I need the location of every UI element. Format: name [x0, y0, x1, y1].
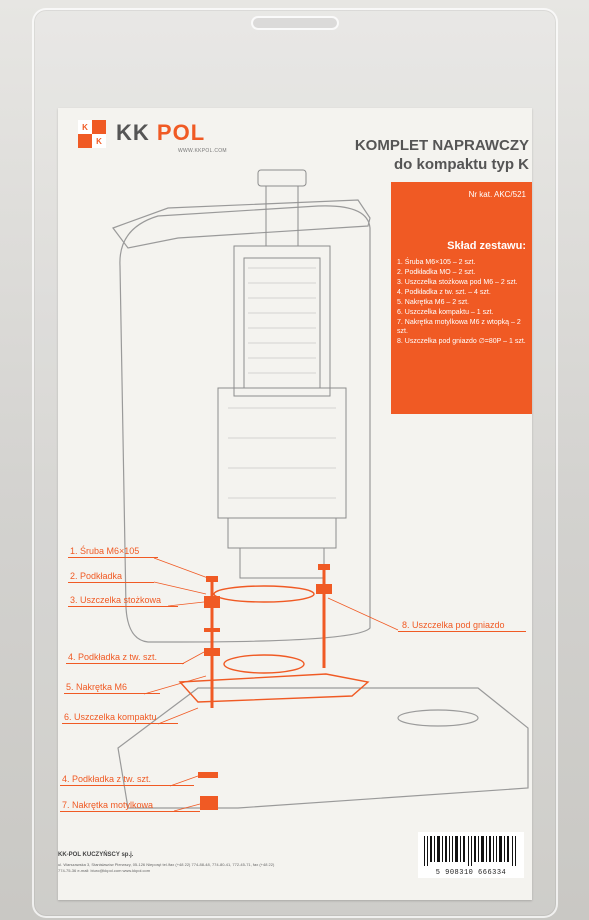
brand-pol: POL [156, 120, 206, 145]
label-underline [64, 693, 160, 694]
tank-outline [112, 199, 371, 643]
label-underline [68, 582, 154, 583]
label-4b: 4. Podkładka z tw. szt. [62, 774, 152, 784]
label-underline [66, 663, 184, 664]
label-8: 8. Uszczelka pod gniazdo [402, 620, 505, 630]
exploded-diagram [112, 169, 529, 812]
kkpol-logo: K K [78, 120, 106, 148]
barcode-number: 5 908310 666334 [435, 869, 507, 877]
label-underline [68, 557, 158, 558]
brand-kk: KK [116, 120, 150, 145]
logo-letter: K [78, 120, 92, 134]
list-item: 2. Podkładka MO – 2 szt. [397, 269, 476, 276]
label-2: 2. Podkładka [70, 571, 123, 581]
bolt-heads [198, 564, 332, 810]
label-1: 1. Śruba M6×105 [70, 546, 140, 556]
label-5: 5. Nakrętka M6 [66, 682, 128, 692]
list-item: 1. Śruba M6×105 – 2 szt. [397, 259, 476, 266]
list-item: 5. Nakrętka M6 – 2 szt. [397, 299, 469, 306]
hang-slot [250, 16, 339, 30]
leader-lines [143, 557, 399, 812]
barcode-bars [424, 836, 516, 866]
list-item: 7. Nakrętka motylkowa M6 z wtopką – 2 sz… [397, 319, 521, 335]
seal-parts [178, 585, 370, 703]
label-underline [68, 606, 178, 607]
barcode: 5 908310 666334 [418, 832, 524, 878]
info-panel: Nr kat. AKC/521 Skład zestawu: 1. Śruba … [391, 182, 532, 414]
logo-letter: K [92, 134, 106, 148]
list-item: 4. Podkładka z tw. szt. – 4 szt. [397, 289, 491, 296]
company-name: KK-POL KUCZYŃSCY sp.j. [58, 852, 134, 858]
catalog-number: Nr kat. AKC/521 [468, 190, 526, 199]
brand-name: KK POL [116, 120, 205, 146]
contents-list: 1. Śruba M6×105 – 2 szt. 2. Podkładka MO… [397, 258, 526, 347]
label-7: 7. Nakrętka motylkowa [62, 800, 154, 810]
bowl-outline [117, 687, 529, 809]
brand-website: WWW.KKPOL.COM [178, 148, 227, 154]
list-item: 6. Uszczelka kompaktu – 1 szt. [397, 309, 494, 316]
label-6: 6. Uszczelka kompaktu [64, 712, 157, 722]
valve-hatching [228, 267, 336, 499]
contents-heading: Skład zestawu: [447, 240, 526, 252]
product-subtitle: do kompaktu typ K [393, 156, 529, 173]
flush-valve [217, 169, 347, 579]
label-4a: 4. Podkładka z tw. szt. [68, 652, 158, 662]
company-address: ul. Warszawska 3, Stanisławów Pierwszy, … [58, 862, 275, 873]
label-underline [62, 723, 178, 724]
label-underline [60, 785, 194, 786]
label-3: 3. Uszczelka stożkowa [70, 595, 162, 605]
list-item: 8. Uszczelka pod gniazdo ∅=80P – 1 szt. [397, 338, 526, 345]
list-item: 3. Uszczelka stożkowa pod M6 – 2 szt. [397, 279, 518, 286]
product-title: KOMPLET NAPRAWCZY [354, 137, 529, 154]
label-underline [398, 631, 526, 632]
label-underline [60, 811, 200, 812]
